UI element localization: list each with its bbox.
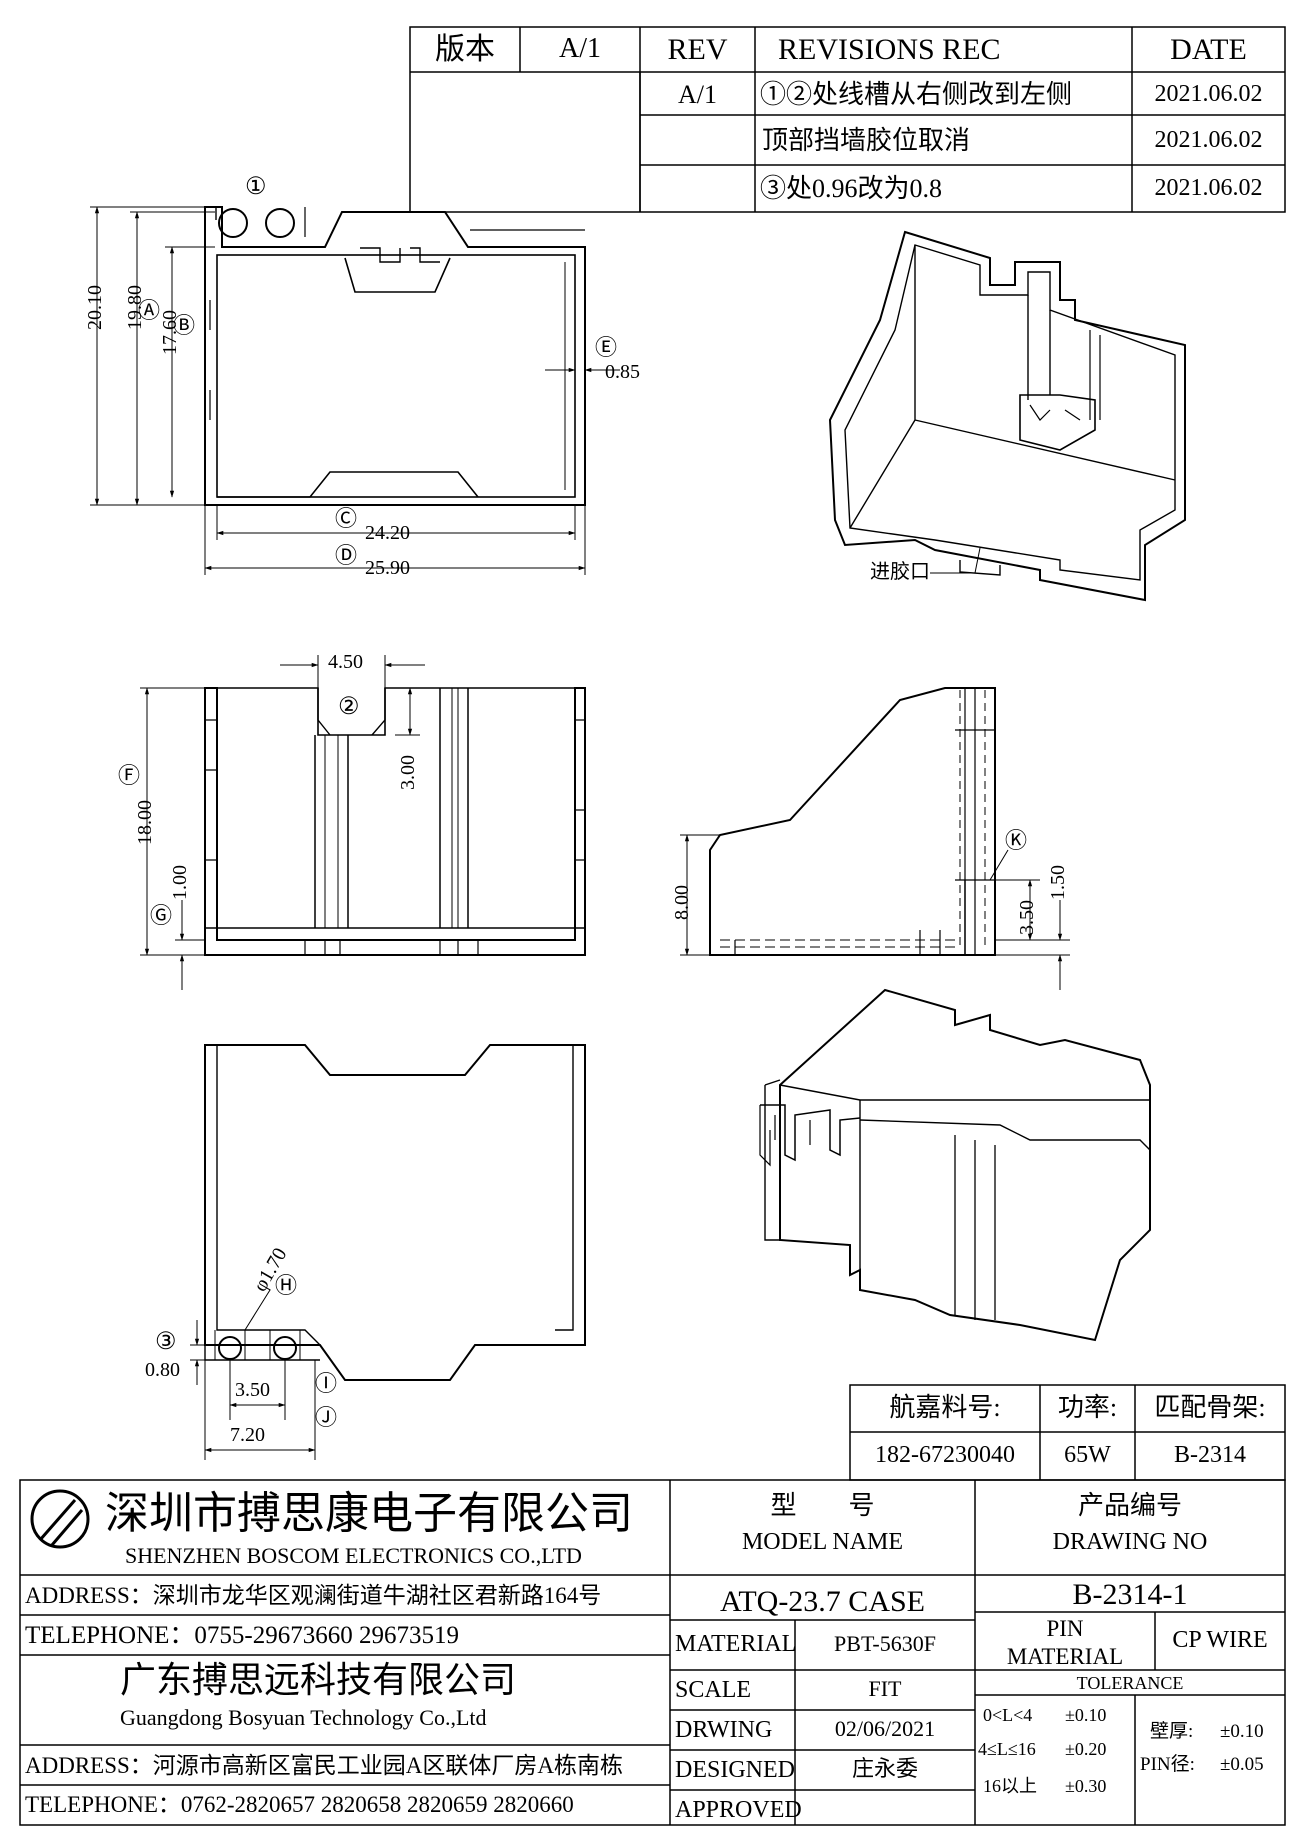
- rev-row-3-date: 2021.06.02: [1154, 175, 1263, 201]
- model-value: ATQ-23.7 CASE: [719, 1585, 925, 1618]
- rev-row-2-text: 顶部挡墙胶位取消: [762, 126, 971, 155]
- company2-name-en: Guangdong Bosyuan Technology Co.,Ltd: [120, 1705, 487, 1730]
- bobbin-value: B-2314: [1174, 1442, 1246, 1468]
- title-block-grid: [19, 1479, 1286, 1826]
- company-name-cn: 深圳市搏思康电子有限公司: [105, 1489, 633, 1538]
- tol-range-3: 16以上: [983, 1776, 1037, 1796]
- drawing-date-label: DRWING: [675, 1717, 773, 1743]
- designed-label: DESIGNED: [675, 1757, 795, 1783]
- pin-diameter-label: PIN径:: [1140, 1754, 1195, 1775]
- drawing-date-value: 02/06/2021: [834, 1716, 936, 1741]
- approved-label: APPROVED: [675, 1797, 802, 1823]
- power-value: 65W: [1064, 1442, 1111, 1468]
- dim-c: 24.20: [365, 522, 410, 544]
- dim-i: 3.50: [235, 1379, 270, 1401]
- callout-3: ③: [155, 1329, 177, 1355]
- company-logo: [30, 1489, 90, 1549]
- rev-row-2-date: 2021.06.02: [1154, 127, 1263, 153]
- tol-value-2: ±0.20: [1065, 1739, 1107, 1759]
- dim-slot-depth: 3.00: [397, 755, 419, 790]
- material-label: MATERIAL: [675, 1631, 797, 1657]
- model-name-cn: 型 号: [770, 1491, 875, 1520]
- tol-value-1: ±0.10: [1065, 1705, 1107, 1725]
- iso-view: [828, 230, 1186, 602]
- part-no-header: 航嘉料号:: [889, 1393, 1001, 1422]
- dim-height: 8.00: [671, 885, 693, 920]
- dim-slot-width: 4.50: [328, 651, 363, 673]
- scale-label: SCALE: [675, 1677, 752, 1703]
- dim-f: 18.00: [134, 800, 156, 845]
- bottom-view: [204, 1044, 586, 1381]
- date-header: DATE: [1170, 33, 1247, 66]
- telephone-2: TELEPHONE：0762-2820657 2820658 2820659 2…: [25, 1792, 574, 1817]
- front-view-dims: [140, 655, 425, 990]
- dim-k2: 1.50: [1047, 865, 1069, 900]
- bobbin-header: 匹配骨架:: [1154, 1393, 1266, 1422]
- dim-g: 1.00: [169, 865, 191, 900]
- gate-label: 进胶口: [870, 561, 930, 583]
- rev-row-1-text: ①②处线槽从右侧改到左侧: [760, 80, 1073, 109]
- wall-thickness-label: 壁厚:: [1150, 1721, 1194, 1742]
- drawing-no-cn: 产品编号: [1077, 1491, 1182, 1520]
- rev-row-1-date: 2021.06.02: [1154, 81, 1263, 107]
- part-no-value: 182-67230040: [875, 1442, 1015, 1468]
- rev-header: REV: [667, 33, 728, 66]
- designed-value: 庄永委: [851, 1756, 918, 1781]
- iso-view-2: [759, 988, 1151, 1342]
- dim-j: 7.20: [230, 1424, 265, 1446]
- pin-material-label-1: PIN: [1046, 1616, 1084, 1641]
- material-value: PBT-5630F: [834, 1631, 936, 1656]
- gate-leader: [930, 547, 981, 574]
- company-name-en: SHENZHEN BOSCOM ELECTRONICS CO.,LTD: [125, 1543, 582, 1568]
- top-view-dims: [90, 206, 620, 575]
- pin-diameter-tol: ±0.05: [1220, 1754, 1264, 1775]
- tol-range-1: 0<L<4: [983, 1705, 1033, 1725]
- company2-name-cn: 广东搏思远科技有限公司: [120, 1660, 517, 1700]
- callout-i: Ⓘ: [315, 1371, 338, 1396]
- front-view: [204, 687, 586, 956]
- dim-e: 0.85: [605, 361, 640, 383]
- callout-d: Ⓓ: [335, 543, 358, 568]
- callout-k: Ⓚ: [1005, 828, 1028, 853]
- dim-d: 25.90: [365, 557, 410, 579]
- telephone-1: TELEPHONE：0755-29673660 29673519: [25, 1622, 459, 1649]
- pin-material-value: CP WIRE: [1172, 1627, 1268, 1653]
- revisions-header: REVISIONS REC: [778, 33, 1001, 66]
- pin-material-label-2: MATERIAL: [1006, 1644, 1124, 1669]
- callout-j: Ⓙ: [315, 1405, 338, 1430]
- scale-value: FIT: [868, 1676, 902, 1701]
- callout-2: ②: [338, 694, 360, 720]
- dim-k1: 3.50: [1016, 900, 1038, 935]
- callout-h: Ⓗ: [275, 1273, 298, 1298]
- tolerance-label: TOLERANCE: [1076, 1673, 1184, 1693]
- drawing-no-value: B-2314-1: [1072, 1578, 1188, 1611]
- address-1: ADDRESS：深圳市龙华区观澜街道牛湖社区君新路164号: [25, 1583, 602, 1608]
- rev-row-3-text: ③处0.96改为0.8: [760, 174, 943, 203]
- bottom-view-dims: [190, 1289, 316, 1460]
- callout-a: Ⓐ: [138, 298, 161, 323]
- callout-g: Ⓖ: [150, 903, 173, 928]
- side-view-dims: [680, 834, 1070, 990]
- dim-total-height: 20.10: [84, 285, 106, 330]
- model-name-en: MODEL NAME: [741, 1529, 904, 1555]
- version-value: A/1: [559, 33, 601, 64]
- callout-b: Ⓑ: [173, 313, 196, 338]
- address-2: ADDRESS：河源市高新区富民工业园A区联体厂房A栋南栋: [25, 1753, 624, 1778]
- drawing-no-en: DRAWING NO: [1052, 1529, 1208, 1555]
- power-header: 功率:: [1057, 1393, 1118, 1422]
- callout-f: Ⓕ: [118, 763, 141, 788]
- wall-thickness-tol: ±0.10: [1220, 1721, 1264, 1742]
- top-view: [204, 206, 586, 506]
- tol-value-3: ±0.30: [1065, 1776, 1107, 1796]
- dim-3: 0.80: [145, 1359, 180, 1381]
- callout-c: Ⓒ: [335, 506, 358, 531]
- rev-row-1-rev: A/1: [678, 80, 717, 109]
- version-label: 版本: [435, 33, 495, 66]
- side-view: [709, 687, 996, 956]
- callout-1: ①: [245, 174, 267, 200]
- tol-range-2: 4≤L≤16: [978, 1739, 1036, 1759]
- callout-e: Ⓔ: [595, 335, 618, 360]
